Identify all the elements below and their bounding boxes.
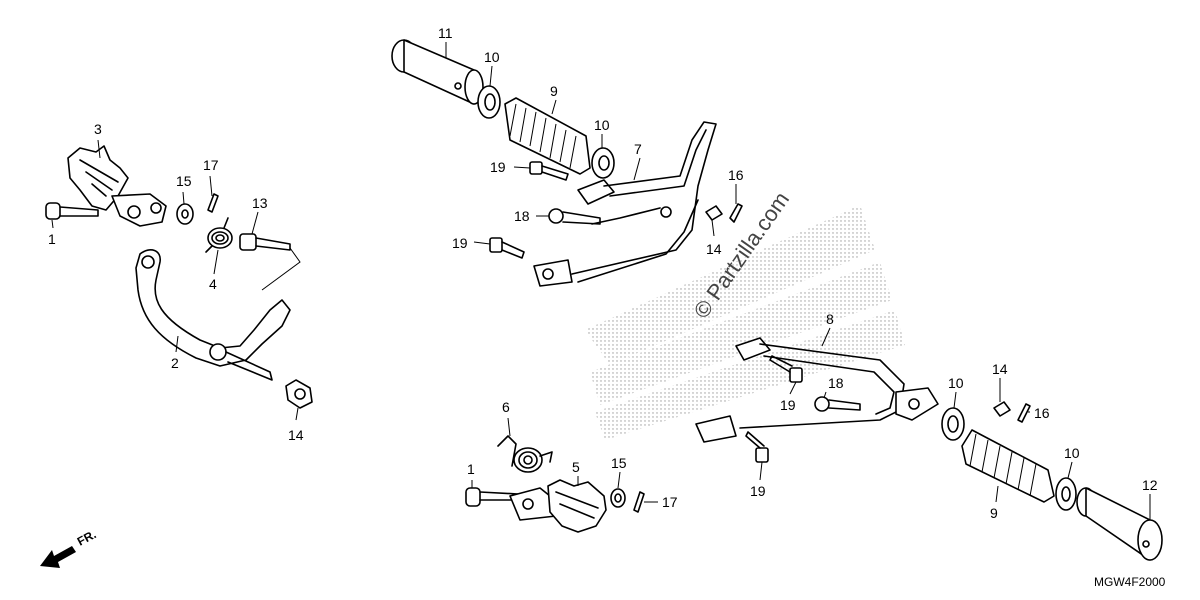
callout-2: 2 (171, 355, 179, 371)
cotter-pin-part-17-bottom (633, 491, 645, 513)
callout-14: 14 (706, 241, 722, 257)
pivot-pin-part-11-top (391, 39, 484, 105)
callout-16: 16 (1034, 405, 1050, 421)
spring-part-6 (497, 435, 553, 473)
bolt-part-1-left (45, 202, 99, 220)
washer-part-14-top (705, 205, 723, 221)
rubber-part-9-bottom (961, 429, 1055, 503)
callout-18: 18 (828, 375, 844, 391)
front-direction-label: FR. (75, 527, 99, 548)
callout-numbers: 3 1 15 17 13 4 2 14 11 10 9 10 7 19 18 1… (48, 25, 1158, 521)
pivot-pin-part-11-bottom (1076, 487, 1163, 561)
callout-17: 17 (662, 494, 678, 510)
footpeg-part-5 (509, 479, 607, 533)
bolt-part-12 (239, 233, 301, 291)
washer-part-15-bottom (610, 488, 626, 508)
callout-19: 19 (750, 483, 766, 499)
bracket-part-8 (695, 337, 939, 443)
callout-10: 10 (948, 375, 964, 391)
callout-17: 17 (203, 157, 219, 173)
brake-pedal-part-2 (135, 249, 291, 381)
callout-10: 10 (594, 117, 610, 133)
leader-lines (51, 42, 1151, 520)
rubber-part-9-top (504, 97, 591, 175)
callout-19: 19 (490, 159, 506, 175)
nut-part-13 (285, 379, 313, 409)
watermark-wing (585, 205, 905, 440)
callout-11: 11 (438, 25, 453, 41)
callout-1: 1 (48, 231, 56, 247)
callout-10: 10 (484, 49, 500, 65)
spring-part-4 (205, 217, 233, 253)
callout-15: 15 (176, 173, 192, 189)
washer-part-10-top-a (477, 85, 501, 119)
callout-4: 4 (209, 276, 217, 292)
callout-15: 15 (611, 455, 627, 471)
washer-part-15-left (176, 203, 194, 225)
callout-9: 9 (550, 83, 558, 99)
callout-13: 14 (288, 427, 304, 443)
bolt-part-19-top-b (489, 237, 525, 259)
callout-5: 5 (572, 459, 580, 475)
callout-19: 19 (452, 235, 468, 251)
callout-18: 18 (514, 208, 530, 224)
callout-12: 13 (252, 195, 268, 211)
callout-16: 16 (728, 167, 744, 183)
cotter-pin-part-17-left (207, 193, 219, 213)
diagram-code: MGW4F2000 (1094, 575, 1166, 589)
callout-14: 14 (992, 361, 1008, 377)
callout-19: 19 (780, 397, 796, 413)
bolt-part-19-bottom-b (745, 431, 769, 463)
cotter-pin-part-16-top (729, 203, 743, 223)
callout-7: 7 (634, 141, 642, 157)
callout-6: 6 (502, 399, 510, 415)
cotter-pin-part-16-bottom (1017, 403, 1031, 423)
callout-3: 3 (94, 121, 102, 137)
callout-10: 10 (1064, 445, 1080, 461)
callout-1: 1 (467, 461, 475, 477)
callout-11: 12 (1142, 477, 1158, 493)
pin-part-18-bottom (814, 396, 861, 412)
washer-part-14-bottom (993, 401, 1011, 417)
washer-part-10-top-b (591, 147, 615, 179)
bracket-part-7 (533, 121, 717, 287)
pin-part-18-top (548, 208, 601, 225)
front-direction-arrow-icon (40, 546, 76, 568)
washer-part-10-bottom-b (1055, 477, 1077, 511)
washer-part-10-bottom-a (941, 407, 965, 441)
callout-9: 9 (990, 505, 998, 521)
footpeg-part-3 (67, 145, 167, 227)
callout-8: 8 (826, 311, 834, 327)
